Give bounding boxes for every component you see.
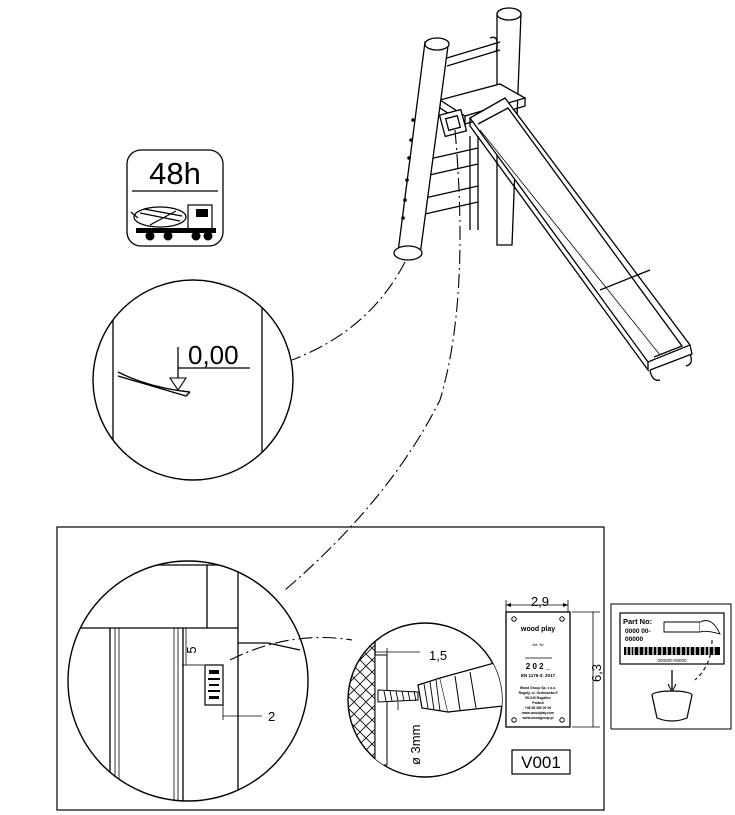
mounting-detail-callout: 5 2 [67,560,353,802]
concrete-mixer-truck-icon [130,204,216,241]
part-title: Part No: [623,617,652,626]
drill-diameter-label: ø 3mm [408,725,423,765]
plate-year: 2 0 2 _ [526,662,551,671]
barcode-number: 000000-00000 [657,658,687,663]
level-detail-callout: 0,00 [92,279,294,481]
slide-tower-drawing [393,7,693,381]
plate-manufacturer: Wood Group Sp. z o.o. Rogaly, ul. Grzhow… [519,686,558,720]
cure-time-label: 48h [149,156,201,191]
depth-label: 1,5 [429,648,447,663]
bucket-icon [651,690,693,722]
plate-height-label: 6,3 [589,664,604,682]
plate-art-label: Art. Nr [532,642,544,647]
offset-top-label: 5 [184,646,199,653]
svg-text:Poland: Poland [532,701,543,705]
svg-text:www.woodgroup.pl: www.woodgroup.pl [521,716,553,720]
barcode [624,647,720,655]
mounting-leader-line [284,129,461,591]
part-number-2: 00000 [625,636,643,643]
offset-side-label: 2 [268,709,275,724]
drill-detail-callout: 1,5 ø 3mm [347,622,503,778]
svg-text:www.woodplay.com: www.woodplay.com [521,711,554,715]
cure-time-badge: 48h [126,149,224,247]
svg-text:+48 58 380 00 00: +48 58 380 00 00 [525,706,552,710]
part-number-label-card: Part No: 0000 00- 00000 000000-00000 [610,603,732,730]
svg-text:Wood Group Sp. z o.o.: Wood Group Sp. z o.o. [520,686,556,690]
plate-width-label: 2,9 [531,594,549,609]
level-leader-line [291,261,406,361]
plate-code: V001 [521,753,561,772]
svg-text:55-040 Rogalice: 55-040 Rogalice [525,696,551,700]
part-number-1: 0000 00- [625,628,651,635]
level-label: 0,00 [188,340,239,370]
mounting-detail-frame [56,526,605,811]
identification-plate: 2,9 6,3 wood play Art. Nr 2 0 2 _ EN 117… [505,594,604,775]
svg-text:Rogaly, ul. Grzhowska 5: Rogaly, ul. Grzhowska 5 [519,691,558,695]
plate-standard: EN 1176-3: 2017 [521,673,556,678]
plate-logo: wood play [520,626,555,633]
